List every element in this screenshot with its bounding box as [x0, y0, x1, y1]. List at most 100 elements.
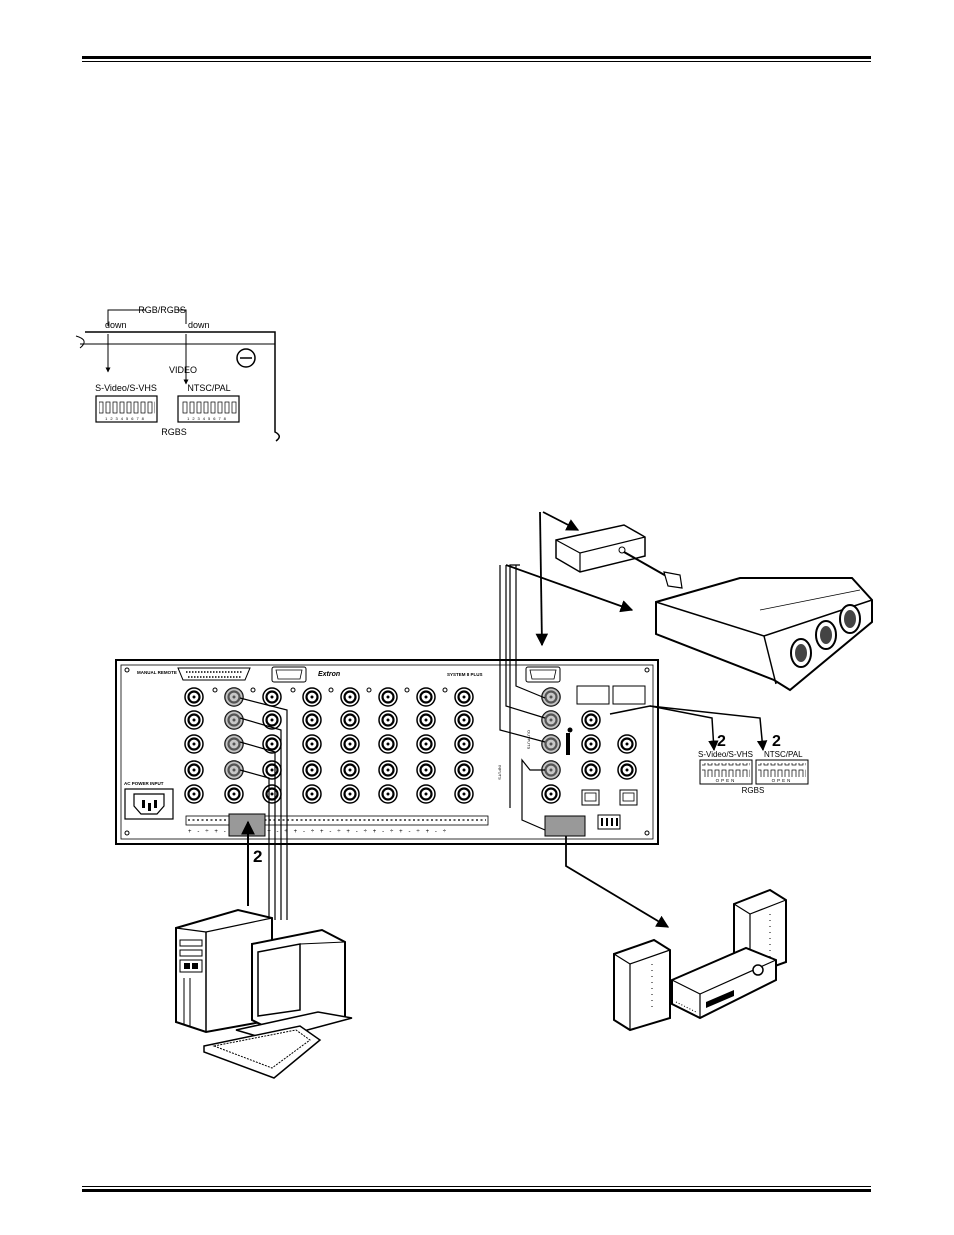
- indicator-dot: [290, 687, 296, 693]
- connected-input-highlight: [225, 688, 243, 706]
- switcher-rear-panel: MANUAL REMOTE Extron SYSTEM 8 PLUS AC PO…: [115, 659, 659, 845]
- rgb-rgbs-label: RGB/RGBS: [138, 305, 186, 315]
- ntsc-dip-switch: 12345678: [177, 395, 240, 423]
- inputs-vertical-label: INPUTS: [498, 765, 503, 780]
- input-bnc-connector: [340, 687, 360, 707]
- brand-logo: Extron: [318, 671, 340, 678]
- input-bnc-connector: [454, 687, 474, 707]
- output-bnc-connector: [581, 734, 601, 754]
- audio-input-jack: [340, 784, 360, 804]
- input-bnc-connector: [302, 734, 322, 754]
- input-bnc-connector: [302, 760, 322, 780]
- indicator-dot: [212, 687, 218, 693]
- audio-input-jack: [416, 784, 436, 804]
- switch-settings-detail: 2 2 S-Video/S-VHS NTSC/PAL OPEN OPEN RGB…: [698, 733, 809, 795]
- down-right-label: down: [188, 320, 210, 330]
- input-bnc-connector: [416, 687, 436, 707]
- output-bnc-connector: [581, 760, 601, 780]
- input-bnc-connector: [416, 710, 436, 730]
- outputs-vertical-label: OUTPUTS: [527, 730, 532, 749]
- indicator-dot: [328, 687, 334, 693]
- output-section: OUTPUTS: [525, 666, 646, 837]
- input-bnc-connector: [416, 734, 436, 754]
- input-bnc-connector: [340, 760, 360, 780]
- input-callout-2: 2: [253, 847, 262, 866]
- output-bnc-connector: [581, 710, 601, 730]
- open-left-label: OPEN: [716, 778, 737, 783]
- input-bnc-connector: [262, 687, 282, 707]
- connected-input-highlight: [225, 711, 243, 729]
- rgb-input-vga-connector: [271, 666, 307, 683]
- remote-db25-connector: [177, 667, 251, 681]
- down-left-label: down: [105, 320, 127, 330]
- connected-output-highlight: [542, 761, 560, 779]
- audio-input-jack: [262, 784, 282, 804]
- top-double-rule-thin: [82, 61, 871, 62]
- input-bnc-connector: [184, 710, 204, 730]
- output-rj11-ports: [581, 789, 638, 806]
- input-bnc-connector: [184, 760, 204, 780]
- svideo-detail-label: S-Video/S-VHS: [698, 750, 753, 759]
- projector-icon: [655, 577, 873, 692]
- video-label: VIDEO: [169, 365, 197, 375]
- svg-text:12345678: 12345678: [187, 416, 229, 421]
- svideo-callout-2: 2: [717, 733, 726, 750]
- audio-input-jack: [378, 784, 398, 804]
- input-bnc-connector: [378, 734, 398, 754]
- input-bnc-connector: [302, 687, 322, 707]
- input-bnc-connector: [262, 710, 282, 730]
- output-dip-switch: [597, 814, 621, 830]
- svideo-label: S-Video/S-VHS: [95, 383, 157, 393]
- svg-text:12345678: 12345678: [105, 416, 147, 421]
- input-bnc-connector: [378, 687, 398, 707]
- ntsc-callout-2: 2: [772, 733, 781, 750]
- dip-switch-inset: RGB/RGBS down down VIDEO S-Video/S-VHS N…: [75, 305, 280, 442]
- output-bnc-connector: [617, 734, 637, 754]
- audio-input-jack: [224, 784, 244, 804]
- connected-output-highlight: [542, 688, 560, 706]
- indicator-dot: [250, 687, 256, 693]
- audio-input-terminal-strip: + - ÷ + - ÷ + - ÷ + - ÷ + - ÷ + - ÷ + - …: [185, 813, 489, 837]
- connected-output-highlight: [542, 735, 560, 753]
- audio-input-jack: [302, 784, 322, 804]
- mounting-screw-icon: [236, 348, 256, 368]
- interface-box-icon: [555, 524, 683, 589]
- input-bnc-connector: [340, 734, 360, 754]
- input-bnc-connector: [184, 734, 204, 754]
- connected-input-highlight: [225, 735, 243, 753]
- input-bnc-connector: [454, 710, 474, 730]
- output-bnc-connector: [617, 760, 637, 780]
- indicator-dot: [442, 687, 448, 693]
- input-bnc-connector: [302, 710, 322, 730]
- bottom-double-rule-thick: [82, 1189, 871, 1192]
- output-bnc-connector: [541, 784, 561, 804]
- rgbs-detail-label: RGBS: [742, 786, 765, 795]
- input-bnc-connector: [262, 760, 282, 780]
- input-bnc-connector: [340, 710, 360, 730]
- svg-text:+ - ÷ + - ÷ + - ÷ + - ÷ + - ÷: + - ÷ + - ÷ + - ÷ + - ÷ + - ÷ + - ÷ + - …: [188, 829, 448, 835]
- manual-remote-label: MANUAL REMOTE: [137, 670, 177, 675]
- input-bnc-connector: [184, 687, 204, 707]
- ac-power-inlet: AC POWER INPUT: [124, 781, 174, 820]
- svideo-dip-switch: 12345678: [95, 395, 158, 423]
- input-bnc-connector: [454, 734, 474, 754]
- audio-input-jack: [454, 784, 474, 804]
- input-bnc-connector: [378, 710, 398, 730]
- model-label: SYSTEM 8 PLUS: [447, 672, 483, 677]
- input-bnc-connector: [454, 760, 474, 780]
- top-double-rule-thick: [82, 56, 871, 59]
- indicator-dot: [366, 687, 372, 693]
- connected-input-highlight: [225, 761, 243, 779]
- input-bnc-connector: [416, 760, 436, 780]
- input-bnc-grid: [184, 687, 637, 804]
- rgbs-inset-label: RGBS: [161, 427, 187, 437]
- input-bnc-connector: [262, 734, 282, 754]
- computer-workstation-icon: [175, 908, 353, 1079]
- input-bnc-connector: [378, 760, 398, 780]
- connected-output-highlight: [542, 711, 560, 729]
- indicator-dot: [404, 687, 410, 693]
- cables: [239, 511, 768, 928]
- open-right-label: OPEN: [772, 778, 793, 783]
- audio-amplifier-speakers-icon: [613, 888, 787, 1032]
